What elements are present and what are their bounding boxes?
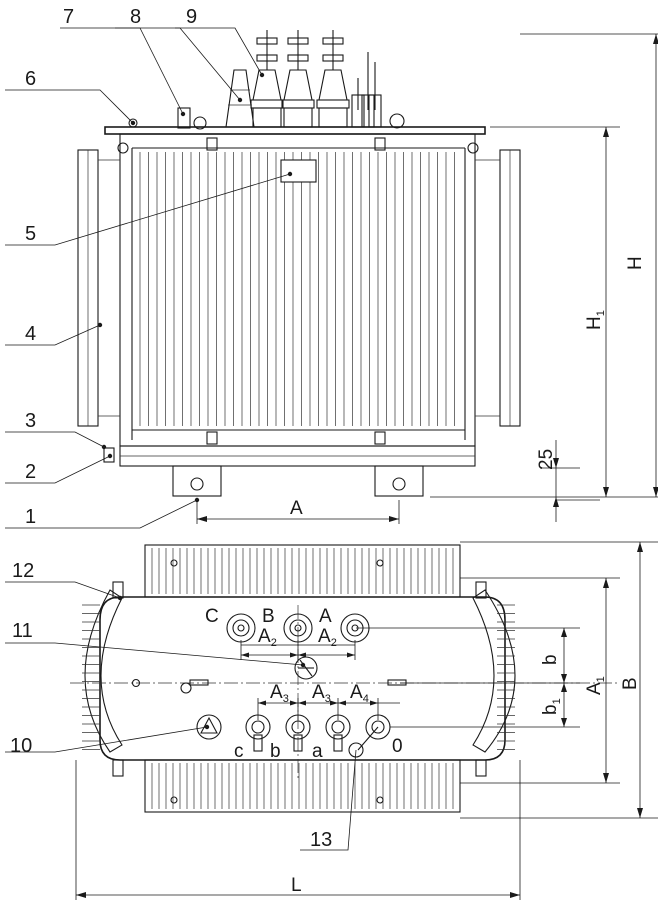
hv-bushings: [225, 30, 382, 128]
hv-label-A: A: [319, 606, 332, 627]
callout-6: 6: [25, 68, 36, 90]
right-side-radiator: [472, 589, 516, 753]
dim-A3-right-label: A3: [312, 682, 331, 705]
dim-A1-label: A1: [584, 676, 607, 695]
callout-10: 10: [10, 735, 32, 757]
dim-b1-label: b1: [540, 698, 563, 715]
callout-13: 13: [310, 829, 332, 851]
callout-8: 8: [130, 6, 141, 28]
callout-12: 12: [12, 560, 34, 582]
dim-A4-label: A4: [350, 682, 369, 705]
lv-label-c: c: [234, 741, 244, 762]
dim-A3-left-label: A3: [270, 682, 289, 705]
callout-3: 3: [25, 410, 36, 432]
tank-cover: [104, 126, 486, 135]
dim-H1-label: H1: [584, 310, 607, 330]
hv-label-C: C: [205, 606, 219, 627]
callout-leaders: [5, 27, 357, 851]
dim-H-label: H: [625, 256, 646, 270]
dim-A-label: A: [290, 498, 303, 519]
dim-b-label: b: [540, 654, 561, 665]
left-wheel-bracket: [172, 465, 222, 497]
callout-11: 11: [12, 620, 33, 642]
callout-5: 5: [25, 223, 36, 245]
dim-B-label: B: [620, 677, 641, 690]
left-side-radiator: [84, 589, 123, 753]
dimension-labels: A H H1 25 B A1 b b1 A2 A2 A3 A3 A4 L: [258, 256, 646, 896]
dim-A2-right-label: A2: [318, 626, 337, 649]
right-wheel-bracket: [374, 465, 424, 497]
callout-2: 2: [25, 461, 36, 483]
lv-label-0: 0: [392, 736, 403, 757]
oil-valve: [348, 742, 364, 758]
callout-1: 1: [25, 506, 36, 528]
callout-9: 9: [186, 6, 197, 28]
hv-terminal-C: [226, 613, 256, 643]
lv-label-b: b: [270, 741, 281, 762]
nameplate: [280, 159, 317, 183]
thermometer-pocket: [196, 714, 222, 740]
dim-25-label: 25: [536, 449, 557, 470]
dim-A2-left-label: A2: [258, 626, 277, 649]
callout-7: 7: [63, 6, 74, 28]
front-view: [77, 30, 658, 524]
callout-4: 4: [25, 323, 36, 345]
top-view: [70, 541, 658, 900]
top-radiator-bank: [144, 544, 461, 598]
bottom-radiator-bank: [144, 759, 461, 813]
hv-label-B: B: [262, 606, 275, 627]
tap-changer: [294, 656, 318, 680]
radiator-fins: [139, 152, 455, 426]
dim-L-label: L: [291, 875, 302, 896]
callout-numbers: 1 2 3 4 5 6 7 8 9 10 11 12 13: [10, 6, 332, 851]
lv-label-a: a: [312, 741, 323, 762]
terminal-labels: C B A c b a 0: [205, 606, 403, 762]
